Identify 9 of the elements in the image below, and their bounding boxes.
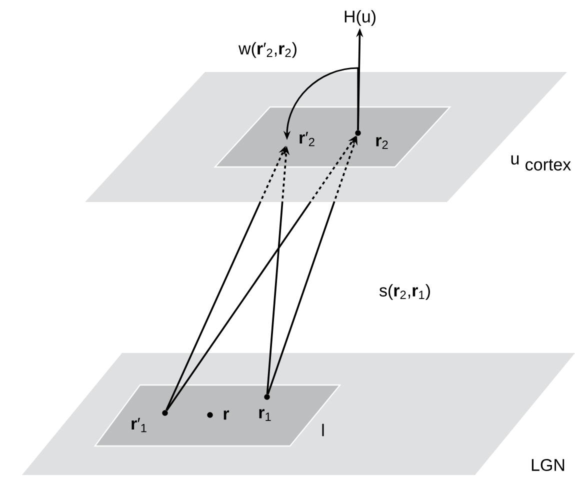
output-label: H(u) — [344, 10, 376, 26]
point-label: r — [207, 410, 230, 420]
edge-label: s(r$_{2}$,r$_{1}$) — [378, 283, 432, 301]
node-label: u — [511, 155, 519, 165]
point-label: r$_{2}$ — [355, 130, 388, 149]
point-label: r′$_{2}$ — [300, 132, 314, 146]
edge-label: w(r′$_{2}$,r$_{2}$) — [238, 41, 298, 59]
point-label: r′$_{1}$ — [132, 410, 168, 432]
point-label: r$_{1}$ — [259, 394, 271, 421]
